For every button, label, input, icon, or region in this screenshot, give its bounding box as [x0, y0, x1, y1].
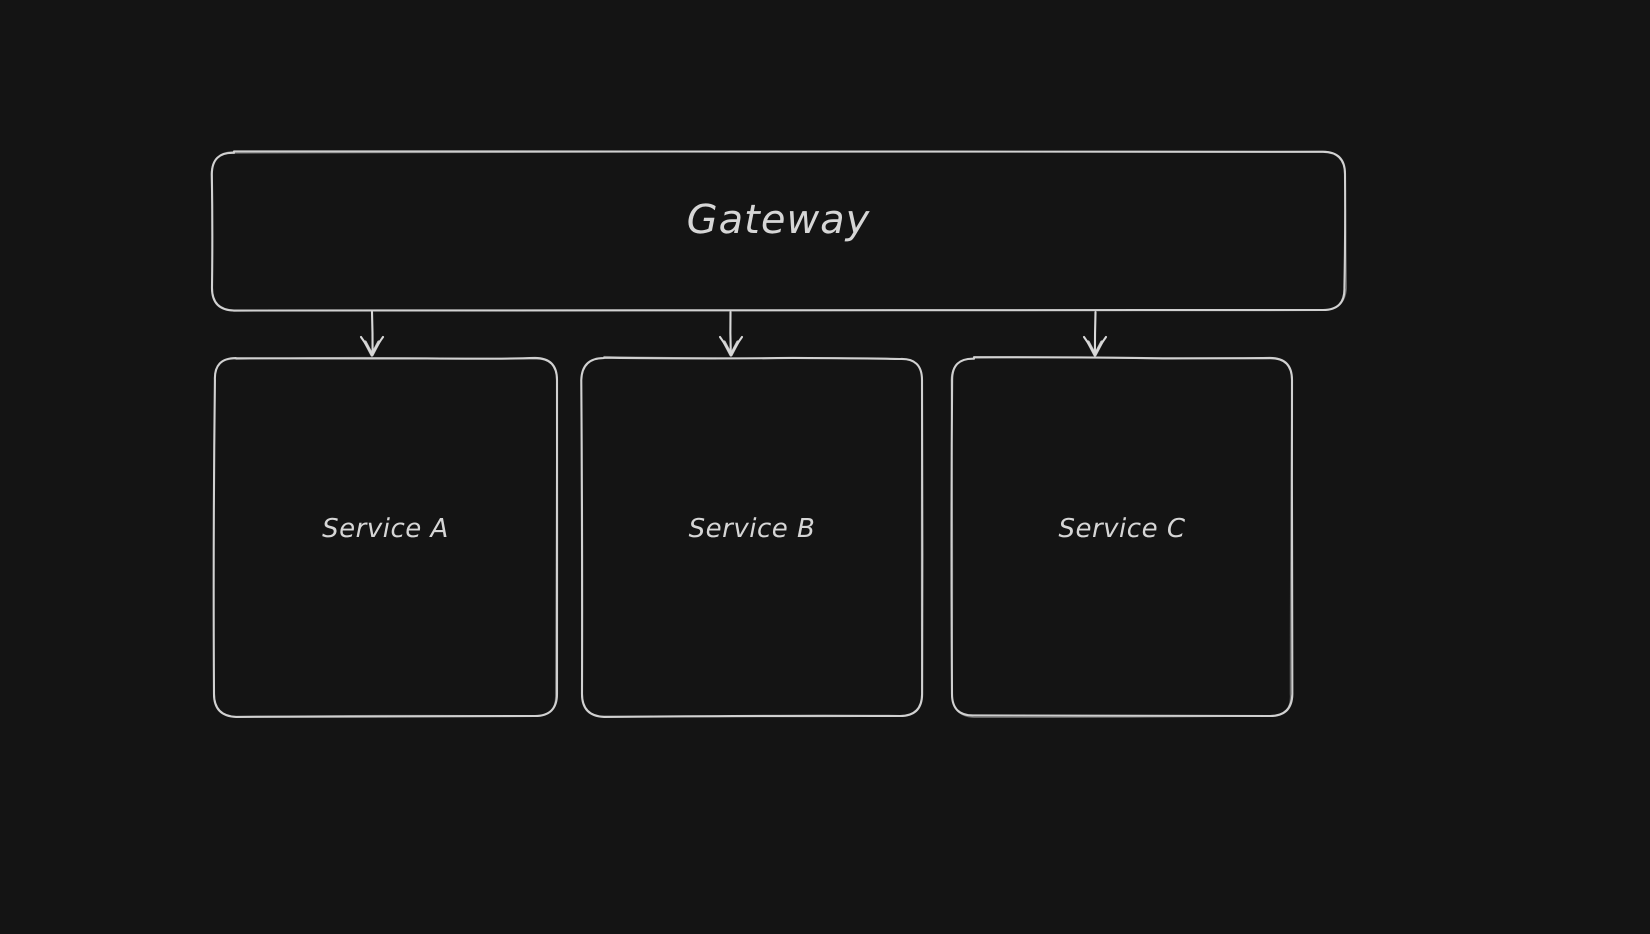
node-box-gateway [210, 150, 1347, 312]
node-box-service-b-overstroke [580, 355, 923, 718]
node-box-service-c [950, 356, 1294, 718]
node-box-service-a-overstroke [213, 356, 558, 718]
node-box-gateway-overstroke [210, 150, 1347, 312]
node-box-service-b [580, 356, 924, 718]
edge-gateway-service-a-head-fill [363, 340, 381, 357]
edge-gateway-service-c-shaft [1093, 310, 1097, 356]
edge-gateway-service-a-shaft [370, 310, 374, 356]
node-box-service-a [212, 356, 559, 718]
edge-gateway-service-c-head-fill [1086, 340, 1104, 357]
edge-gateway-service-b-head-fill [722, 340, 740, 357]
node-box-service-c-overstroke [950, 356, 1293, 719]
